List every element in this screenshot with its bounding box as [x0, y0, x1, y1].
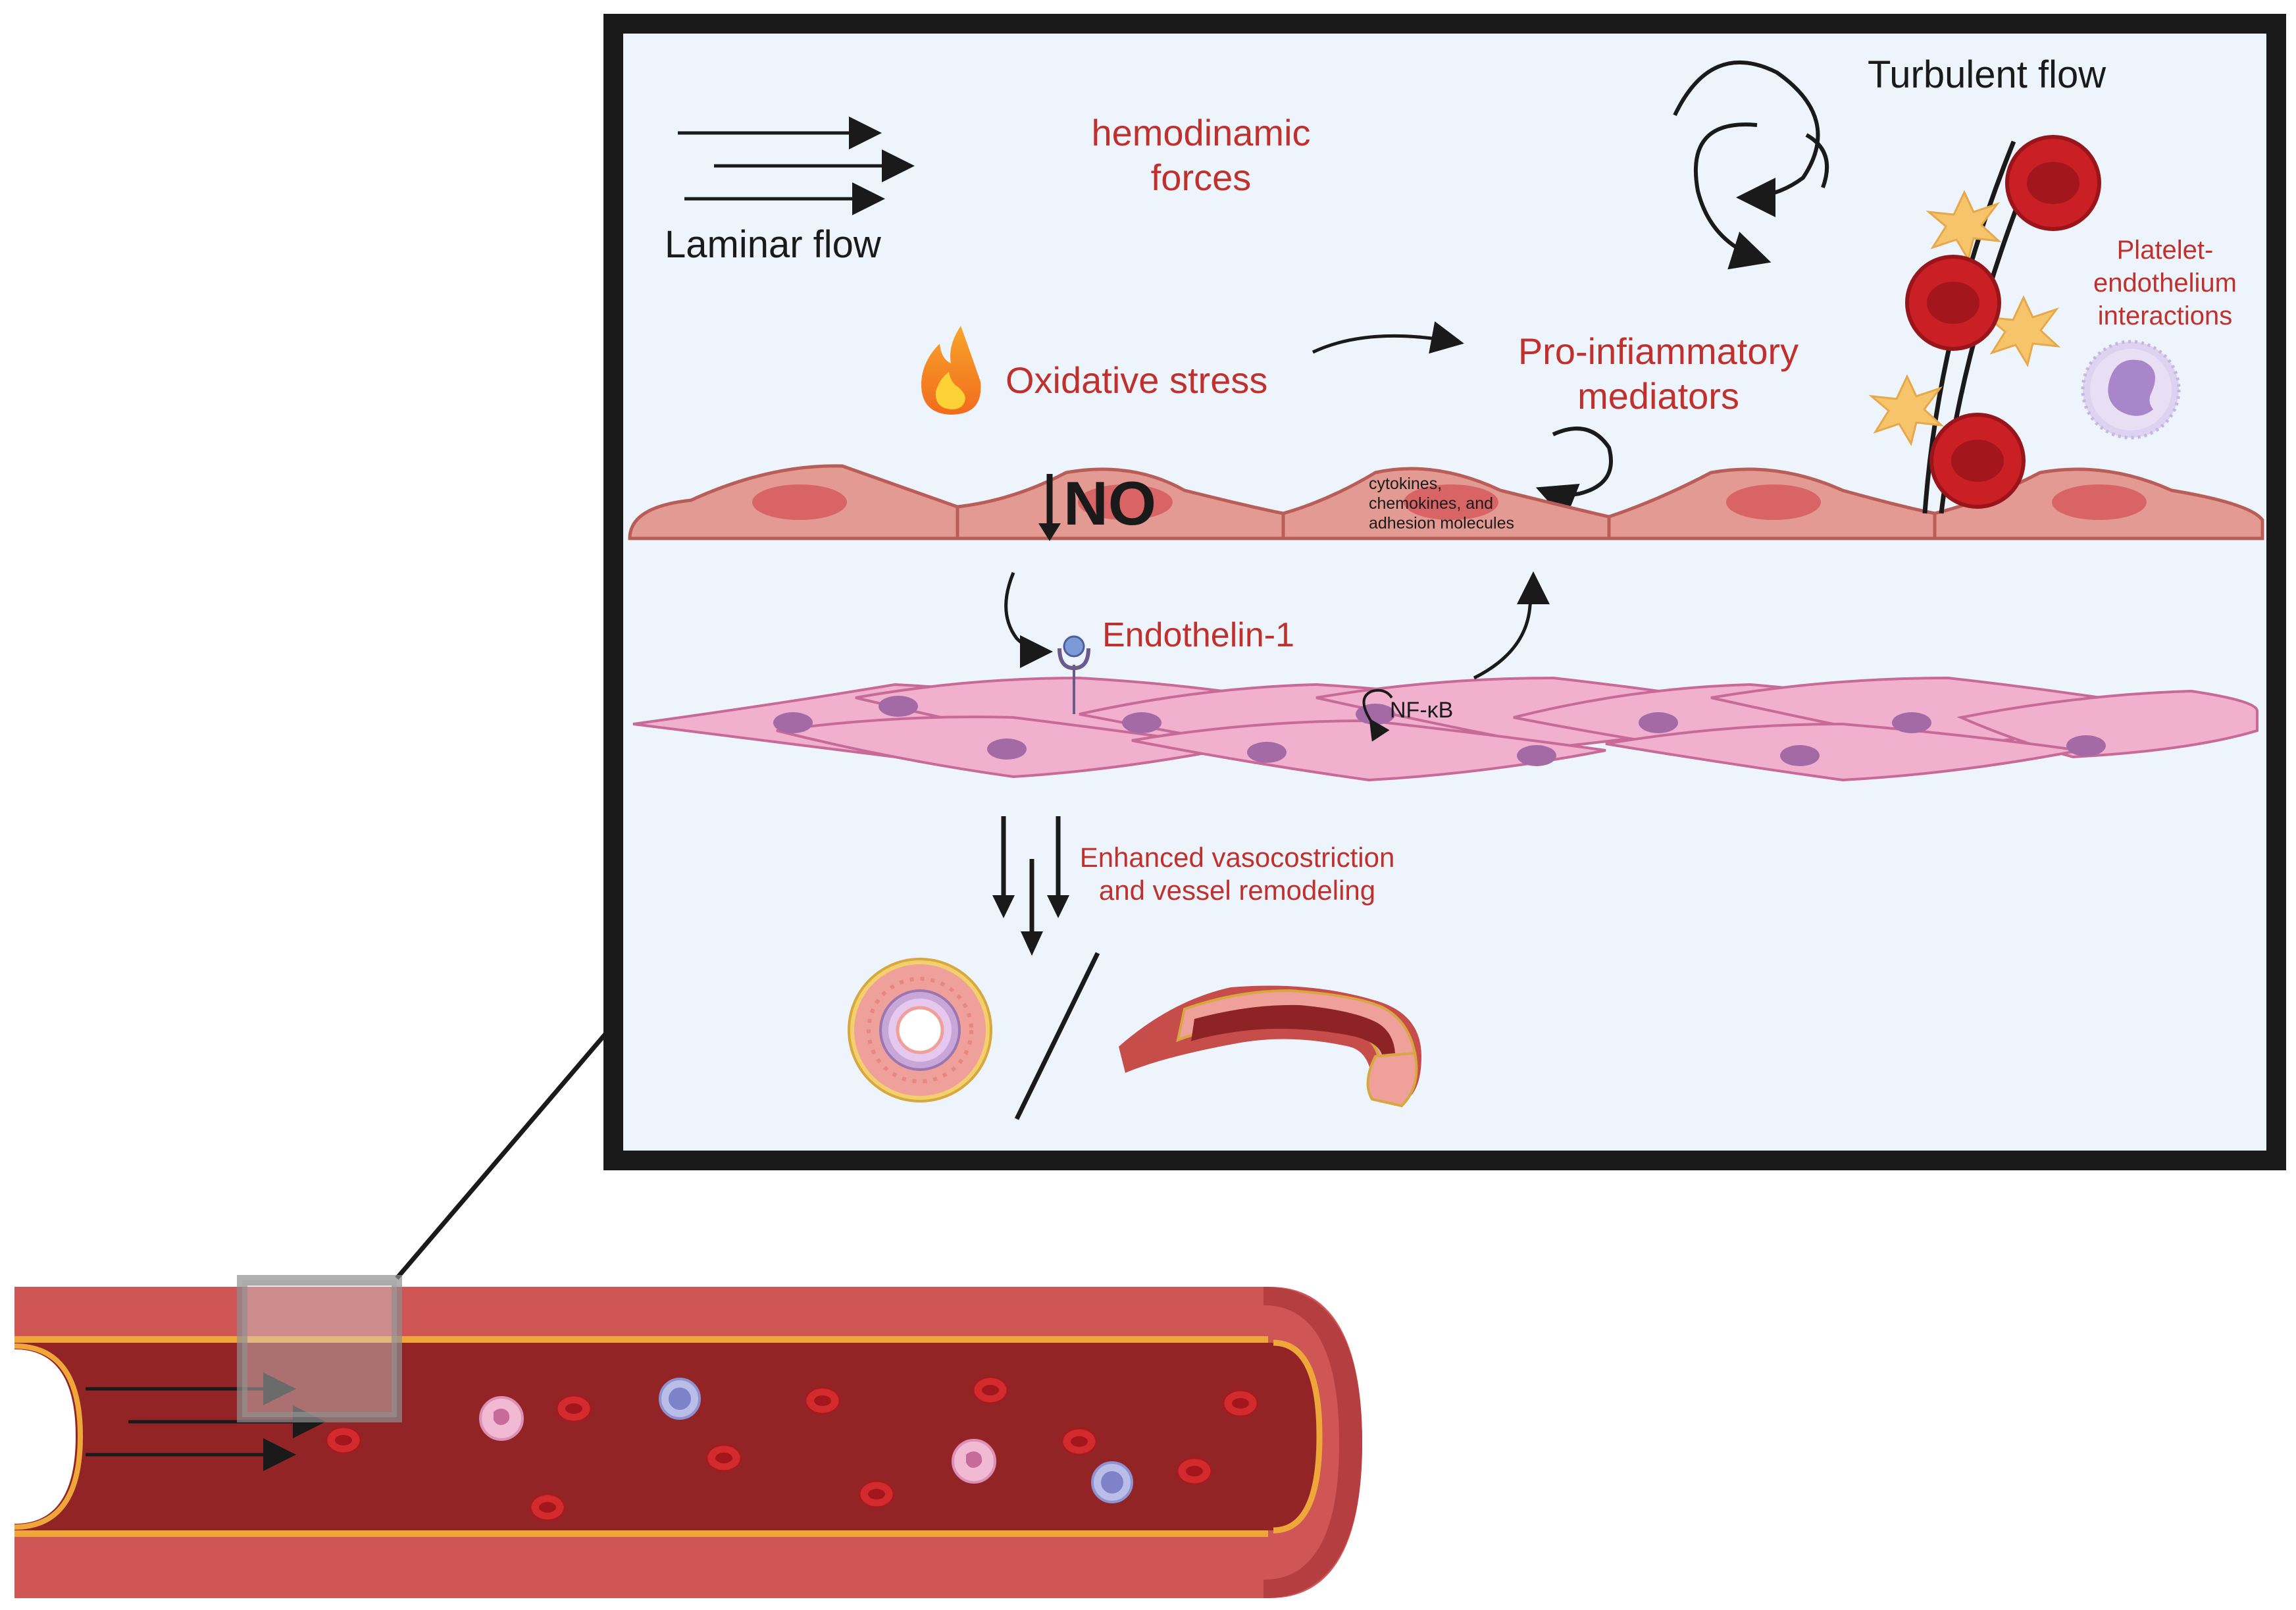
cytokines-label: cytokines, chemokines, and adhesion mole… — [1369, 474, 1514, 533]
pro-inflammatory-line1: Pro-infiammatory — [1518, 330, 1799, 372]
pro-inflammatory-line2: mediators — [1577, 375, 1739, 417]
no-decrease-arrow — [1038, 474, 1061, 541]
no-label: NO — [1063, 469, 1156, 538]
smooth-muscle-layer — [632, 676, 2258, 782]
feedback-arrow — [1535, 427, 1613, 521]
platelet-line3: interactions — [2097, 301, 2233, 330]
turbulent-flow-label: Turbulent flow — [1868, 53, 2106, 96]
vasoconstriction-arrows — [992, 816, 1069, 956]
vaso-line2: and vessel remodeling — [1098, 875, 1376, 906]
platelet-cluster — [1870, 137, 2099, 514]
laminar-flow-arrows — [678, 117, 915, 215]
vasoconstriction-label: Enhanced vasocostriction and vessel remo… — [1066, 841, 1408, 907]
laminar-flow-label: Laminar flow — [665, 223, 881, 266]
muscle-to-mediators-arrow — [1473, 571, 1550, 680]
vaso-line1: Enhanced vasocostriction — [1079, 842, 1395, 873]
hemodynamic-line1: hemodinamic — [1091, 112, 1311, 153]
zoom-highlight-box — [237, 1275, 402, 1422]
vessel-leukocytes — [479, 1378, 1133, 1503]
oxidative-to-mediators-arrow — [1312, 321, 1464, 354]
blood-vessel — [14, 1287, 1362, 1598]
nfkb-label: NF-κB — [1390, 698, 1454, 723]
cytokines-line3: adhesion molecules — [1369, 514, 1514, 532]
platelet-line1: Platelet- — [2116, 236, 2214, 265]
oxidative-stress-label: Oxidative stress — [1006, 359, 1268, 401]
vessel-longitudinal-icon — [1119, 985, 1421, 1108]
platelet-line2: endothelium — [2093, 269, 2237, 298]
leukocyte-icon — [2081, 340, 2181, 440]
turbulent-flow-arrows — [1673, 61, 1829, 270]
cytokines-line1: cytokines, — [1369, 475, 1442, 493]
or-separator — [1014, 952, 1100, 1120]
receptor-icon — [1058, 635, 1090, 714]
hemodynamic-line2: forces — [1150, 157, 1252, 198]
endothelin-label: Endothelin-1 — [1102, 616, 1294, 654]
red-blood-cell-icon — [1907, 257, 1999, 349]
zoom-connector-line — [395, 1028, 611, 1280]
red-blood-cell-icon — [1931, 415, 2024, 507]
cytokines-line2: chemokines, and — [1369, 494, 1494, 513]
flame-icon — [921, 326, 981, 415]
no-to-receptor-arrow — [1004, 572, 1053, 668]
hemodynamic-forces-label: hemodinamic forces — [1056, 111, 1346, 200]
pro-inflammatory-mediators-label: Pro-infiammatory mediators — [1481, 329, 1836, 419]
red-blood-cell-icon — [2007, 137, 2099, 229]
vessel-cross-section-icon — [848, 958, 992, 1103]
platelet-endothelium-label: Platelet- endothelium interactions — [2073, 234, 2257, 332]
nfkb-cycle-arrow — [1362, 688, 1393, 742]
